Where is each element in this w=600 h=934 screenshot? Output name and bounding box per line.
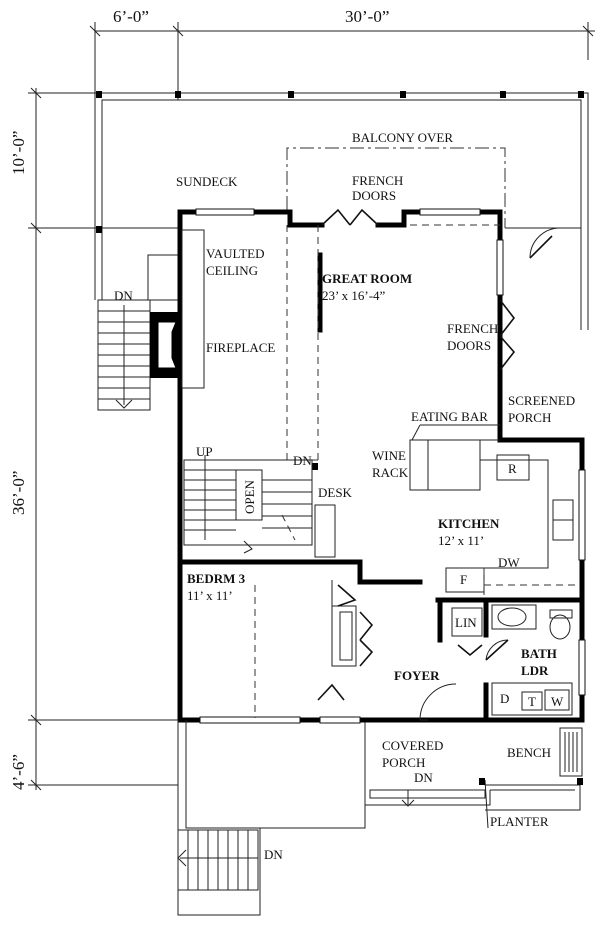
fireplace — [150, 229, 205, 389]
label-vaulted-2: CEILING — [206, 263, 258, 278]
label-desk: DESK — [318, 485, 353, 500]
label-dn-deck: DN — [114, 288, 133, 303]
label-refrigerator: R — [508, 461, 517, 476]
bedroom-closet — [254, 580, 374, 718]
label-tub: T — [528, 694, 536, 709]
label-up: UP — [196, 444, 213, 459]
label-french-doors-top-2: DOORS — [352, 188, 396, 203]
foyer-door — [419, 683, 457, 721]
label-bench: BENCH — [507, 745, 551, 760]
label-dn-bottom: DN — [264, 847, 283, 862]
label-foyer: FOYER — [394, 668, 440, 683]
bottom-stairs — [177, 828, 261, 916]
label-fireplace: FIREPLACE — [206, 340, 275, 355]
dim-top-left: 6’-0” — [113, 7, 149, 26]
label-eating-bar: EATING BAR — [411, 409, 488, 424]
label-screened-1: SCREENED — [508, 393, 575, 408]
french-doors-right — [499, 299, 516, 371]
dim-top-right: 30’-0” — [345, 7, 389, 26]
label-freezer: F — [460, 572, 467, 587]
label-laundry: LDR — [521, 663, 549, 678]
label-bedroom-size: 11’ x 11’ — [187, 588, 233, 603]
label-covered-1: COVERED — [382, 738, 443, 753]
bath-laundry — [451, 604, 573, 716]
kitchen-counters — [445, 454, 580, 595]
label-french-doors-right-1: FRENCH — [447, 321, 498, 336]
balcony-over-outline — [286, 147, 506, 228]
label-covered-2: PORCH — [382, 755, 425, 770]
label-linen: LIN — [455, 615, 477, 630]
label-kitchen-size: 12’ x 11’ — [438, 533, 484, 548]
screened-porch — [505, 227, 581, 259]
label-great-room: GREAT ROOM — [322, 271, 412, 286]
label-washer: W — [551, 694, 564, 709]
label-dishwasher: DW — [498, 555, 520, 570]
label-bath: BATH — [521, 646, 557, 661]
eating-bar — [409, 424, 500, 491]
label-vaulted-1: VAULTED — [206, 246, 265, 261]
label-great-room-size: 23’ x 16’-4” — [322, 288, 386, 303]
label-french-doors-top-1: FRENCH — [352, 173, 403, 188]
windows — [195, 208, 586, 724]
dimension-lines — [28, 22, 595, 791]
label-kitchen: KITCHEN — [438, 516, 500, 531]
label-sundeck: SUNDECK — [176, 174, 238, 189]
label-bedroom: BEDRM 3 — [187, 571, 246, 586]
label-dn-stair: DN — [293, 453, 312, 468]
label-open: OPEN — [242, 479, 257, 514]
label-screened-2: PORCH — [508, 410, 551, 425]
dim-left-bottom: 4’-6” — [9, 754, 28, 790]
label-french-doors-right-2: DOORS — [447, 338, 491, 353]
label-balcony-over: BALCONY OVER — [352, 130, 453, 145]
dim-left-top: 10’-0” — [9, 131, 28, 175]
label-wine-2: RACK — [372, 465, 409, 480]
label-planter: PLANTER — [490, 814, 549, 829]
dim-left-middle: 36’-0” — [9, 471, 28, 515]
label-dn-porch: DN — [414, 770, 433, 785]
label-dryer: D — [500, 691, 509, 706]
label-wine-1: WINE — [372, 448, 406, 463]
interior-stair — [183, 455, 336, 558]
french-doors-top — [321, 208, 379, 226]
sundeck-railing — [94, 91, 589, 330]
